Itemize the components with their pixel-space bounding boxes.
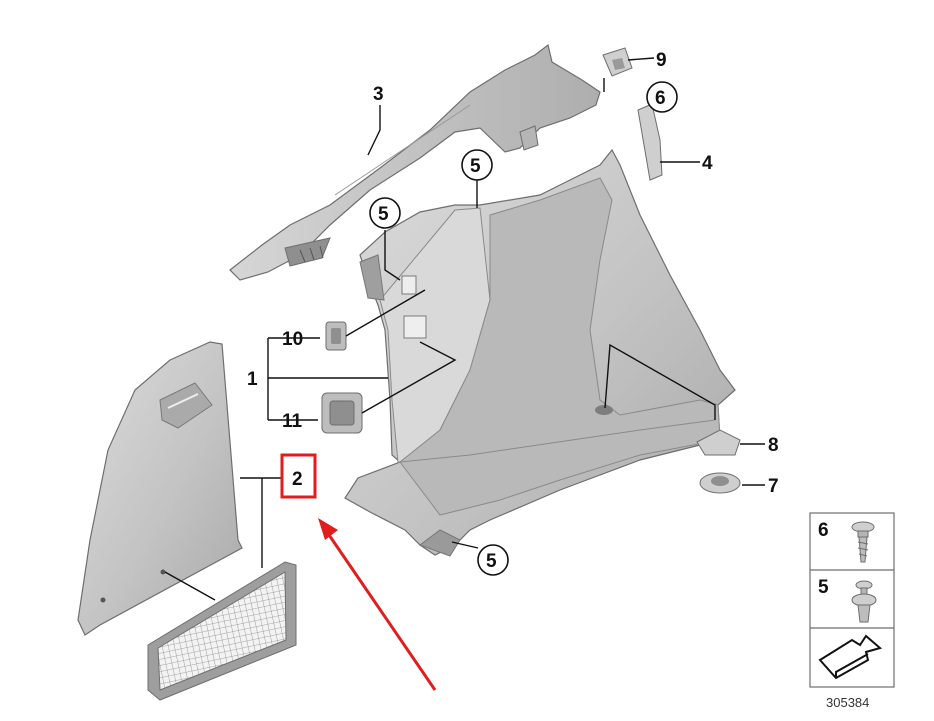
diagram-reference-number: 305384 xyxy=(826,695,869,710)
callout-9: 9 xyxy=(656,50,667,71)
callout-6: 6 xyxy=(655,88,666,109)
callout-7: 7 xyxy=(768,476,779,497)
callout-5-top: 5 xyxy=(470,156,481,177)
part-2-side-cover xyxy=(77,341,243,636)
part-4-holder xyxy=(637,103,663,181)
fastener-legend: 6 5 305384 xyxy=(809,512,895,710)
callout-10: 10 xyxy=(282,329,303,350)
callouts: 3 9 6 4 5 5 10 1 11 8 7 5 2 xyxy=(247,50,779,576)
callout-2-highlight-box xyxy=(280,453,317,499)
highlight-arrow xyxy=(318,518,437,691)
callout-8: 8 xyxy=(768,435,779,456)
part-10-clip xyxy=(325,321,347,351)
callout-5-bottom: 5 xyxy=(486,551,497,572)
callout-11: 11 xyxy=(282,411,303,432)
screw-icon xyxy=(851,521,875,563)
callout-3: 3 xyxy=(373,84,384,105)
part-8-cover xyxy=(696,429,741,456)
callout-4: 4 xyxy=(702,153,713,174)
storage-net xyxy=(147,561,297,701)
callout-2: 2 xyxy=(292,469,303,490)
expanding-rivet-icon xyxy=(851,580,877,623)
part-3-upper-trim xyxy=(229,43,601,281)
callout-5-left: 5 xyxy=(378,204,389,225)
part-7-lashing-eye xyxy=(699,472,741,494)
legend-item-5: 5 xyxy=(818,577,829,598)
legend-item-6: 6 xyxy=(818,520,829,541)
part-9-bracket xyxy=(602,47,633,77)
direction-arrow-icon xyxy=(818,634,883,680)
part-11-frame xyxy=(321,392,363,434)
callout-1: 1 xyxy=(247,369,258,390)
part-1-side-panel xyxy=(344,148,736,557)
leader-lines xyxy=(164,57,765,601)
